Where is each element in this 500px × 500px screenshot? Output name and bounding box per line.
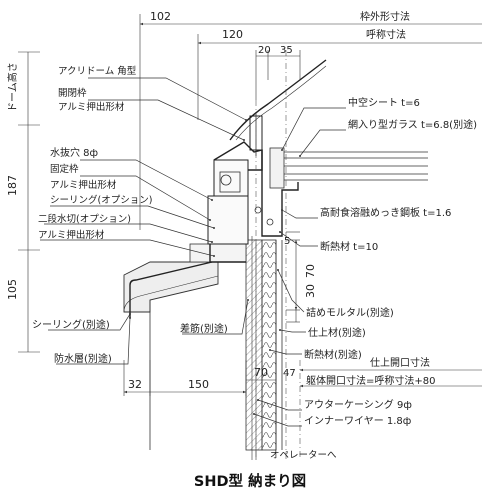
curb [123, 243, 247, 450]
label-insulation-top: 断熱材 t=10 [320, 240, 378, 253]
label-sealing-separate: シーリング(別途) [32, 318, 110, 331]
label-dome-height: ドーム高さ [6, 62, 19, 112]
leader-lines [40, 77, 346, 427]
label-rebar: 差筋(別途) [180, 322, 228, 335]
label-inner-wire: インナーワイヤー 1.8ф [304, 415, 411, 427]
dim-150: 150 [188, 378, 209, 391]
dim-70-vertical: 70 [304, 264, 317, 278]
label-alu-extrusion-2: アルミ押出形材 [50, 179, 117, 191]
wall-structure [245, 239, 283, 451]
label-mortar: 詰めモルタル(別途) [306, 306, 394, 319]
label-fixed-frame: 固定枠 [50, 163, 79, 175]
label-frame-outer: 枠外形寸法 [360, 10, 410, 23]
label-waterproof: 防水層(別途) [54, 352, 112, 365]
fixed-frame [207, 159, 249, 263]
dim-102: 102 [150, 10, 171, 23]
dim-187: 187 [6, 175, 19, 196]
dim-5: 5 [284, 236, 290, 247]
label-frame-opening: 躯体開口寸法=呼称寸法+80 [306, 374, 435, 387]
diagram-caption: SHD型 納まり図 [194, 472, 306, 490]
label-insulation-separate: 断熱材(別途) [304, 348, 362, 361]
dim-105: 105 [6, 279, 19, 300]
label-nominal: 呼称寸法 [366, 28, 406, 41]
label-wired-glass: 網入り型ガラス t=6.8(別途) [348, 118, 477, 131]
dim-47: 47 [283, 368, 296, 379]
label-finish-opening: 仕上開口寸法 [370, 356, 430, 369]
label-alu-extrusion-3: アルミ押出形材 [38, 229, 105, 241]
dim-120: 120 [222, 28, 243, 41]
dim-70-horizontal: 70 [254, 366, 268, 379]
label-to-operator: オペレーターへ [270, 450, 337, 461]
dimension-lines [18, 14, 482, 396]
label-outer-casing: アウターケーシング 9ф [304, 398, 412, 411]
dim-35: 35 [280, 45, 293, 56]
dim-30: 30 [304, 284, 317, 298]
dim-20: 20 [258, 45, 271, 56]
dim-32: 32 [128, 378, 142, 391]
label-sealing-option: シーリング(オプション) [50, 194, 152, 206]
glass [269, 147, 428, 189]
acrylic-dome [229, 59, 327, 141]
label-acrylic-dome: アクリドーム 角型 [58, 65, 137, 77]
label-finish: 仕上材(別途) [308, 326, 366, 339]
label-alu-extrusion-1: アルミ押出形材 [58, 101, 125, 113]
waterproof-layer [129, 261, 213, 318]
label-hollow-sheet: 中空シート t=6 [348, 96, 420, 109]
label-open-frame: 開閉枠 [58, 87, 87, 99]
steel-plate [261, 150, 299, 237]
label-steel-plate: 高耐食溶融めっき鋼板 t=1.6 [320, 206, 451, 219]
label-two-stage-drip: 二段水切(オプション) [38, 213, 131, 225]
label-drain-hole: 水抜穴 8ф [50, 146, 98, 159]
